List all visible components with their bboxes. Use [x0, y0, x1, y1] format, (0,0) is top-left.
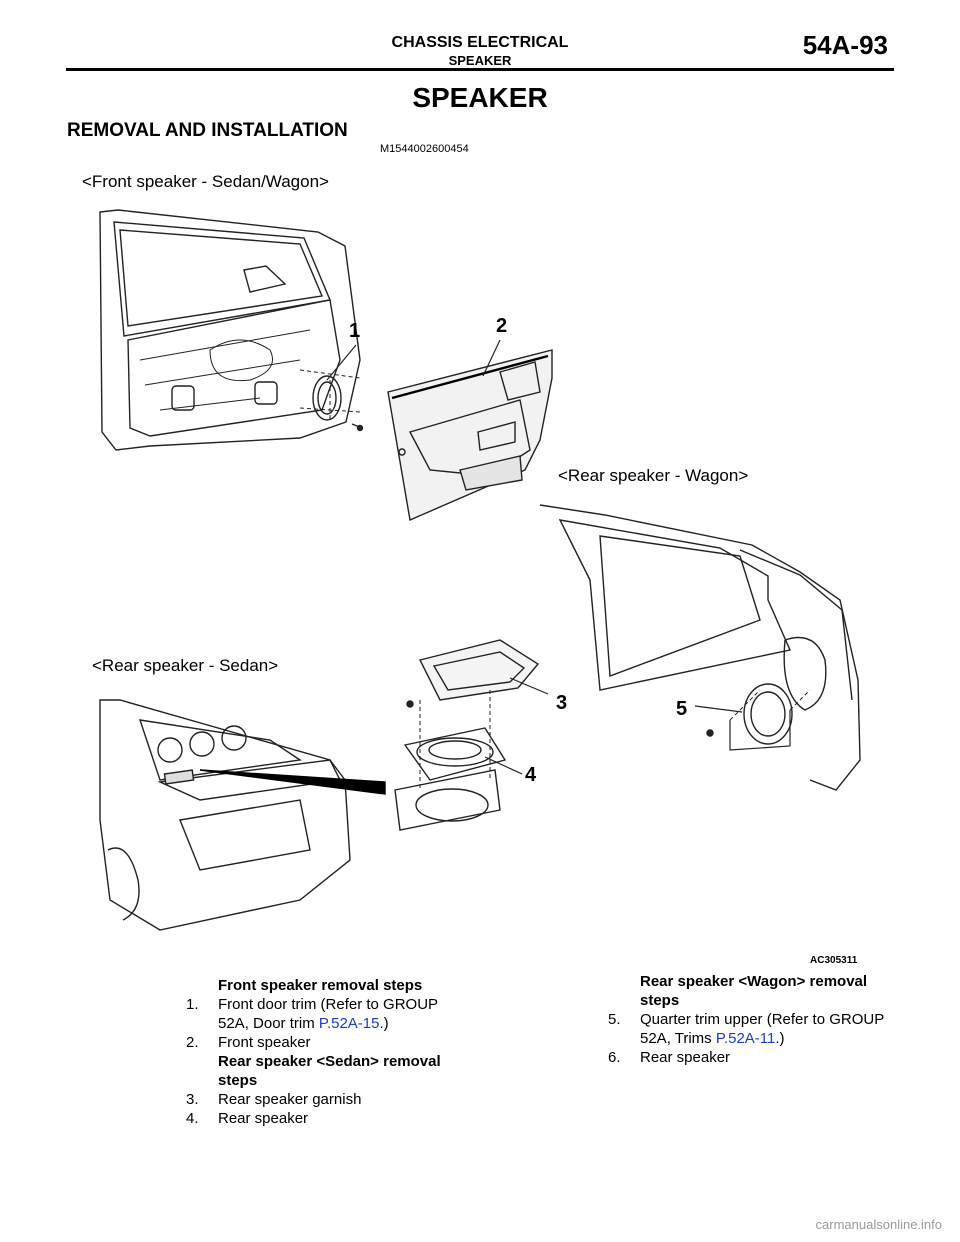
- section-title: CHASSIS ELECTRICAL: [391, 34, 569, 51]
- step-item: 4. Rear speaker: [186, 1110, 309, 1127]
- procedure-title: REMOVAL AND INSTALLATION: [67, 120, 348, 141]
- front-door-drawing: [99, 209, 364, 451]
- front-steps-heading: Front speaker removal steps: [218, 977, 423, 994]
- rear-wagon-steps-heading: Rear speaker <Wagon> removal steps: [640, 973, 868, 1009]
- subsection-title: SPEAKER: [448, 53, 512, 68]
- figure-code: AC305311: [810, 955, 858, 966]
- label-rear-speaker-sedan: <Rear speaker - Sedan>: [92, 656, 279, 675]
- label-rear-speaker-wagon: <Rear speaker - Wagon>: [558, 466, 749, 485]
- label-front-speaker: <Front speaker - Sedan/Wagon>: [82, 172, 329, 191]
- page-title: SPEAKER: [412, 82, 548, 113]
- callout-1: 1: [349, 320, 361, 342]
- document-id: M1544002600454: [380, 143, 469, 155]
- left-steps-column: Front speaker removal steps 1. Front doo…: [186, 976, 470, 1128]
- callout-4: 4: [525, 764, 537, 786]
- step-item: 5. Quarter trim upper (Refer to GROUP 52…: [608, 1011, 884, 1047]
- rear-sedan-steps-heading: Rear speaker <Sedan> removal steps: [218, 1053, 441, 1089]
- ref-link[interactable]: P.52A-11: [715, 1030, 776, 1047]
- watermark: carmanualsonline.info: [815, 1217, 942, 1232]
- step-item: 3. Rear speaker garnish: [186, 1091, 362, 1108]
- ref-link[interactable]: P.52A-15: [318, 1015, 380, 1032]
- door-trim-drawing: [387, 339, 553, 521]
- callout-3: 3: [556, 692, 568, 714]
- header-rule: [66, 68, 894, 71]
- step-item: 2. Front speaker: [186, 1034, 311, 1051]
- callout-5: 5: [676, 698, 688, 720]
- speaker-illustration: [99, 209, 861, 931]
- step-item: 1. Front door trim (Refer to GROUP 52A, …: [186, 996, 438, 1032]
- page-number: 54A-93: [802, 30, 888, 60]
- right-steps-column: Rear speaker <Wagon> removal steps 5. Qu…: [608, 972, 892, 1067]
- callout-2: 2: [496, 315, 508, 337]
- wagon-rear-drawing: [539, 504, 861, 791]
- step-item: 6. Rear speaker: [608, 1049, 731, 1066]
- sedan-rear-drawing: [99, 639, 549, 931]
